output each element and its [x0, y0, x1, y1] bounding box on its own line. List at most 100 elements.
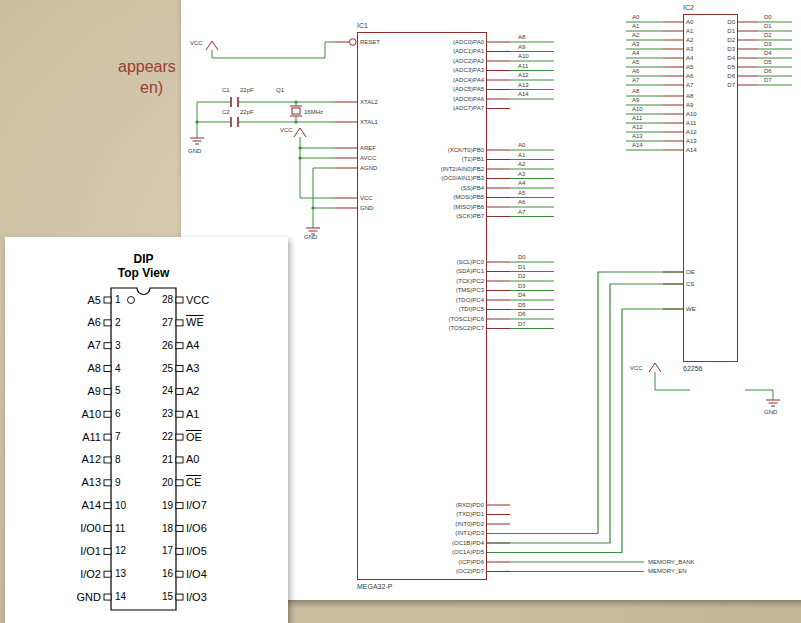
- dip-pin: [176, 411, 183, 417]
- pin-stub: [487, 562, 510, 563]
- net-label: A4: [518, 180, 525, 187]
- dip-pin: [176, 548, 183, 554]
- pin-name: D1: [727, 28, 735, 35]
- pin-stub: [335, 198, 357, 199]
- pin-stub: [487, 207, 510, 208]
- crystal-symbol: [292, 108, 300, 114]
- pin-stub: [738, 76, 758, 77]
- component-label: VCC: [280, 127, 293, 134]
- pin-name: CS: [686, 281, 694, 288]
- pin-stub: [663, 132, 683, 133]
- inversion-bubble: [350, 39, 357, 46]
- sram-supply: [649, 363, 780, 406]
- dip-pin-name: A10: [81, 408, 101, 421]
- junction-dot: [311, 206, 314, 209]
- pinout-heading: Top View: [118, 267, 170, 281]
- pin-stub: [487, 51, 510, 52]
- pin-name: (ADC4)PA4: [453, 77, 484, 84]
- junction-dot: [298, 146, 301, 149]
- net-wire: [510, 562, 644, 563]
- component-label: 22pF: [240, 109, 254, 116]
- net-wire: [510, 42, 554, 43]
- net-label: A6: [632, 68, 639, 75]
- dip-pin-number: 11: [115, 523, 125, 535]
- dip-pin-number: 15: [162, 591, 173, 603]
- net-label: A1: [518, 152, 525, 159]
- dip-pin: [176, 571, 183, 577]
- net-wire: [626, 40, 663, 41]
- pin-stub: [487, 281, 510, 282]
- net-label: D1: [518, 264, 526, 271]
- net-wire: [510, 207, 554, 208]
- pin-name: (ADC6)PA6: [453, 96, 484, 103]
- net-wire: [626, 105, 663, 106]
- pin-stub: [335, 158, 357, 159]
- pin-stub: [487, 178, 510, 179]
- pin-name: D5: [727, 64, 735, 71]
- dip-pin-name: A1: [186, 408, 199, 421]
- pin-name: A1: [686, 28, 693, 35]
- pin-name: (TMS)PC3: [456, 287, 484, 294]
- net-label: A9: [632, 97, 639, 104]
- signal-wire: [487, 284, 683, 543]
- pin-stub: [663, 114, 683, 115]
- pin-name: (OC1A)PD5: [452, 549, 484, 556]
- net-label: A5: [518, 190, 525, 197]
- net-wire: [626, 67, 663, 68]
- pin-name: D7: [727, 82, 735, 89]
- net-wire: [626, 22, 663, 23]
- pin-stub: [487, 150, 510, 151]
- dip-pin: [104, 480, 111, 486]
- dip-pin: [176, 388, 183, 394]
- dip-pin-number: 24: [162, 385, 173, 397]
- net-wire: [510, 319, 554, 320]
- wire: [655, 372, 773, 400]
- dip-pin: [104, 548, 111, 554]
- component-label: Q1: [276, 87, 284, 94]
- pin-name: (INT0)PD2: [455, 521, 484, 528]
- dip-pin-name: I/O1: [80, 545, 101, 558]
- dip-pin: [104, 503, 111, 509]
- net-label: D7: [518, 321, 526, 328]
- net-wire: [510, 188, 554, 189]
- wire: [296, 102, 297, 122]
- component-label: GND: [304, 234, 317, 241]
- supply-symbol: [206, 41, 335, 58]
- net-label: D2: [518, 273, 526, 280]
- slide-text: en): [140, 79, 163, 97]
- pin-stub: [487, 309, 510, 310]
- net-label: D6: [764, 68, 772, 75]
- net-label: D3: [764, 41, 772, 48]
- dip-pin: [176, 434, 183, 440]
- pin-name: (ADC1)PA1: [453, 48, 484, 55]
- pin-name: A13: [686, 138, 697, 145]
- dip-pin: [176, 503, 183, 509]
- dip-pin-number: 7: [115, 431, 121, 443]
- dip-pin-number: 17: [162, 545, 173, 557]
- net-label: A13: [518, 82, 529, 89]
- net-wire: [510, 571, 644, 572]
- ground-symbol: [190, 138, 204, 144]
- pin-stub: [487, 99, 510, 100]
- net-wire: [758, 49, 792, 50]
- net-wire: [510, 178, 554, 179]
- pin-name: A11: [686, 120, 696, 127]
- net-label: A14: [518, 91, 529, 98]
- dip-pin-number: 3: [115, 340, 121, 352]
- chip-body: [111, 288, 176, 610]
- pin-stub: [487, 524, 510, 525]
- dip-pin-number: 26: [162, 340, 173, 352]
- pin-stub: [487, 169, 510, 170]
- pin-name: (TDI)PC5: [459, 306, 484, 313]
- pin-stub: [487, 571, 510, 572]
- dip-pin: [176, 343, 183, 349]
- pin-name: XTAL1: [360, 119, 378, 126]
- net-wire: [626, 85, 663, 86]
- junction-dot: [294, 120, 297, 123]
- component-label: C1: [222, 87, 230, 94]
- dip-pin: [176, 320, 183, 326]
- pin-name: (INT1)PD3: [455, 530, 484, 537]
- dip-pin: [104, 434, 111, 440]
- pin-stub: [738, 40, 758, 41]
- dip-pin: [104, 320, 111, 326]
